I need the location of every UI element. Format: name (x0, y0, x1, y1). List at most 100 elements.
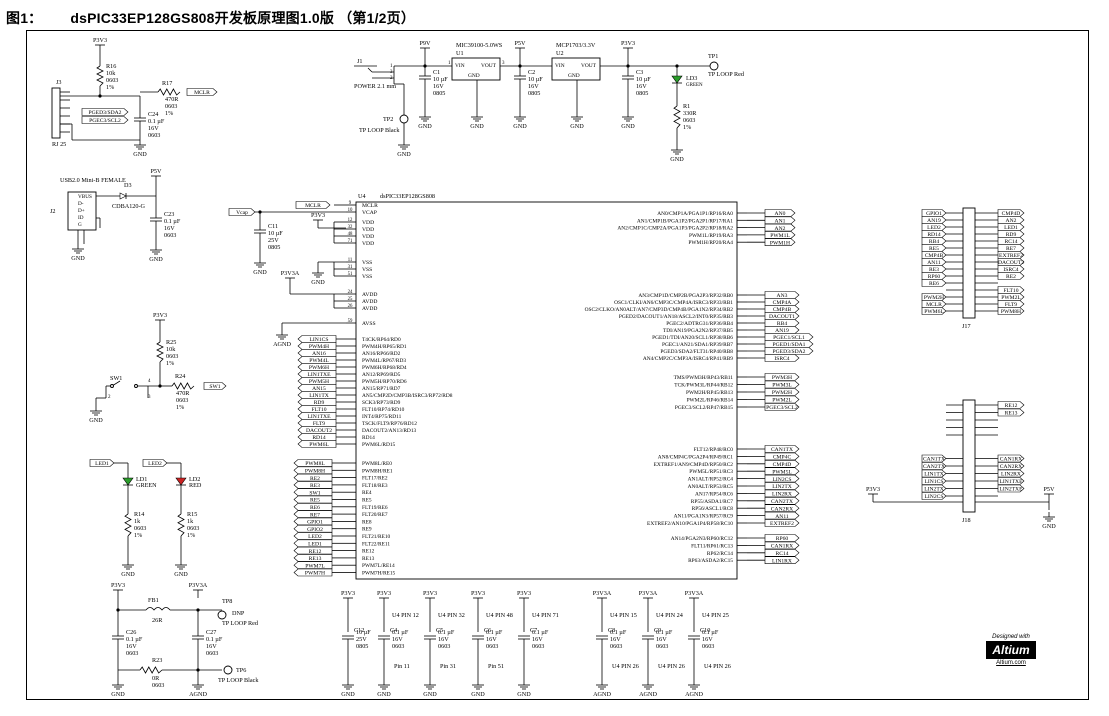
j18-right-port (997, 469, 1025, 478)
net-port-label: LED1 (308, 542, 322, 548)
net-port-label: DACOUT2 (306, 428, 332, 434)
cap-value: C2 (528, 69, 535, 76)
u4-pin-label: AN8/CMP4C/PGA2P4/RP49/RC1 (658, 454, 733, 460)
u4-pin-label: RD14 (362, 435, 375, 441)
r17-ref: R17 (162, 80, 172, 87)
u4-pin-label: RE13 (362, 556, 375, 562)
decoupling-pin: U4 PIN 71 (532, 612, 559, 619)
net-port-label: LED1 (1004, 225, 1018, 231)
net-port-label: PWM7H (305, 571, 325, 577)
resistor-value: R14 (134, 511, 144, 518)
cap-value: 0.1 µF (206, 636, 223, 643)
j17-right-port (997, 216, 1025, 224)
r24-ref: R24 (175, 373, 185, 380)
tp8-part: TP LOOP Red (222, 620, 259, 627)
u4-pin-label: AVSS (362, 321, 376, 327)
power-label: P3V3 (153, 312, 167, 319)
pin-num: 12 (348, 218, 353, 223)
j18-left-port (921, 492, 947, 500)
port-re12 (293, 546, 333, 555)
u4-pin-label: PWM8H/RE1 (362, 468, 393, 474)
j17-body (962, 207, 976, 319)
wire (96, 65, 104, 87)
j3-body (51, 87, 61, 139)
j18-left-port (921, 454, 947, 463)
led2-port (142, 459, 168, 467)
led-color: GREEN (136, 482, 157, 489)
wire (367, 67, 373, 73)
pin-num: 3 (502, 61, 505, 66)
u4-pin-label: RP56/ASCL1/RC8 (692, 506, 734, 512)
wire (157, 88, 181, 96)
u4-pin-label: PGED1/TDI/AN20/SCL1/RP38/RB6 (652, 335, 733, 341)
pin-num: 25 (348, 297, 353, 302)
altium-logo: Designed with Altium Altium.com (986, 634, 1036, 666)
net-port-label: PWM6L (309, 442, 329, 448)
cap-value: 0603 (610, 643, 622, 650)
u4-pin-label: PWM5L/RP51/RC3 (689, 469, 733, 475)
logo-brand: Altium (986, 641, 1036, 659)
net-port-label: LIN2TX (772, 484, 792, 490)
net-port-label: CAN1RX (771, 544, 793, 550)
decoupling-pin: U4 PIN 12 (392, 612, 419, 619)
net-port-label: PGED1/SDA1 (773, 342, 806, 348)
cap-value: 0.1 µF (610, 629, 627, 636)
port-c (764, 541, 800, 550)
gnd-label: AGND (685, 691, 703, 698)
net-port-label: LED2 (308, 534, 322, 540)
port-re7 (293, 510, 333, 518)
gnd-label: GND (253, 269, 267, 276)
resistor-value: 10k (106, 70, 116, 77)
logo-caption: Designed with (992, 634, 1030, 640)
led-ref: LD1 (136, 476, 147, 483)
cap-value: 16V (702, 636, 713, 643)
u4-pin-label: OSC1/CLKI/AN6/CMP3C/CMP4A/ISRC3/RP33/RB1 (614, 300, 733, 306)
power-label: P3V3A (685, 590, 704, 597)
u4-pin-label: PGEC3/SCL2/RP47/RB15 (675, 405, 733, 411)
net-port-label: RE6 (310, 505, 320, 511)
cap-ref: C8 (608, 627, 615, 634)
u4-pin-label: AN4/CMP2C/CMP3A/ISRC4/RP41/RB9 (643, 356, 733, 362)
cap-value: 0603 (392, 643, 404, 650)
cap-ref: C6 (484, 627, 491, 634)
gnd-label: GND (471, 691, 485, 698)
net-port-label: CAN2TX (923, 464, 945, 470)
u4-pin-label: PGED2/DACOUT1/AN18/ASCL2/INT0/RP35/RB3 (619, 314, 733, 320)
net-port-label: AN1 (775, 219, 786, 225)
net-port-label: LIN1CS (310, 337, 329, 343)
net-port-label: PWM3H (772, 375, 792, 381)
resistor-value: 1% (187, 532, 195, 539)
port-b (764, 380, 800, 389)
tp1-loop (709, 61, 719, 71)
gnd-label: AGND (639, 691, 657, 698)
u2-vout: VOUT (581, 63, 597, 69)
cap-value: 16V (438, 636, 449, 643)
cap-value: 0.1 µF (532, 629, 549, 636)
j18-left-port (921, 484, 947, 493)
net-port-label: RE13 (309, 556, 322, 562)
resistor-value: 330R (683, 110, 697, 117)
port-pwm1h (764, 238, 796, 246)
resistor-value: 0603 (187, 525, 199, 532)
net-port-label: LIN2CS (925, 494, 944, 500)
u4-pin-label: EXTREF1/AN9/CMP4D/RP50/RC2 (654, 462, 734, 468)
j17-right-port (997, 265, 1025, 273)
net-port-label: SW1 (209, 384, 220, 390)
net-port-label: CAN1RX (1000, 457, 1022, 463)
cap-value: 0603 (702, 643, 714, 650)
cap-value: 0.1 µF (126, 636, 143, 643)
power-label: P3V3A (189, 582, 208, 589)
resistor-value: 0603 (166, 353, 178, 360)
decoupling-pin: U4 PIN 15 (610, 612, 637, 619)
u4-pin-label: AN1ALT/RP52/RC4 (688, 477, 734, 483)
u4-pin-label: SCK3/RP73/RD9 (362, 400, 401, 406)
port-re6 (293, 502, 333, 511)
j18-right-port (997, 462, 1025, 470)
resistor-value: 1% (166, 360, 174, 367)
port-b (764, 347, 814, 355)
net-port-label: RP60 (776, 536, 789, 542)
j17-right-port (997, 223, 1025, 231)
net-port-label: SW1 (309, 490, 320, 496)
tp1-label: TP1 (708, 53, 718, 60)
u4-pin-label: T4CK/RP64/RD0 (362, 337, 401, 343)
